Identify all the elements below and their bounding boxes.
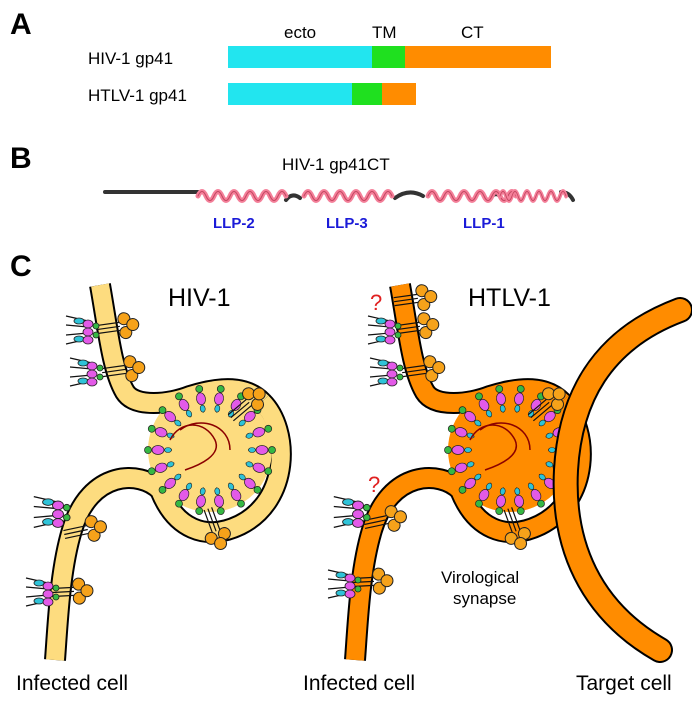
domain-label-ct: CT — [461, 23, 484, 42]
synapse-label-line1: Virological — [441, 568, 519, 587]
panel-a-letter: A — [10, 8, 32, 41]
htlv-gag-cluster — [369, 357, 404, 387]
segment-label-llp2: LLP-2 — [213, 215, 255, 232]
domain-label-tm: TM — [372, 23, 397, 42]
hiv-membrane-top — [91, 283, 269, 412]
domain-label-ecto: ecto — [284, 23, 316, 42]
hiv-cell-diagram: HIV-1 Infected cell — [16, 283, 292, 695]
target-cell: Target cell — [552, 297, 692, 695]
question-mark-top: ? — [370, 290, 382, 315]
target-cell-membrane — [554, 299, 691, 661]
htlv-cell-diagram: ? ? HTLV-1 Virological synapse Infected … — [303, 282, 592, 695]
bar-hiv-ct — [405, 46, 551, 68]
bar-hiv-ecto — [228, 46, 372, 68]
question-mark-bottom: ? — [368, 472, 380, 497]
segment-label-llp3: LLP-3 — [326, 215, 368, 232]
htlv-budding-particle — [444, 384, 576, 516]
hiv-gag-cluster — [65, 315, 100, 345]
helix-llp3 — [304, 192, 392, 201]
hiv-gag-cluster — [69, 357, 104, 387]
panel-c-letter: C — [10, 250, 32, 283]
protein-label-hiv: HIV-1 gp41 — [88, 49, 173, 68]
panel-b: B HIV-1 gp41CT LLP-2 LLP-3 LLP-1 — [10, 142, 575, 232]
htlv-infected-cell-label: Infected cell — [303, 672, 415, 695]
panel-b-letter: B — [10, 142, 32, 175]
panel-a: A ecto TM CT HIV-1 gp41 HTLV-1 gp41 — [10, 8, 551, 105]
bar-htlv-gp41 — [228, 83, 416, 105]
hiv-title: HIV-1 — [168, 284, 231, 312]
panel-b-title: HIV-1 gp41CT — [282, 155, 390, 174]
bar-htlv-ecto — [228, 83, 352, 105]
target-cell-label: Target cell — [576, 672, 672, 695]
segment-label-llp1: LLP-1 — [463, 215, 505, 232]
bar-htlv-ct — [382, 83, 416, 105]
protein-label-htlv: HTLV-1 gp41 — [88, 86, 187, 105]
helix-llp2 — [198, 192, 286, 201]
htlv-membrane-top — [391, 283, 569, 412]
bar-htlv-tm — [352, 83, 382, 105]
htlv-title: HTLV-1 — [468, 284, 551, 312]
bar-hiv-tm — [372, 46, 405, 68]
hiv-budding-particle — [144, 384, 276, 516]
gp41ct-backbone — [103, 190, 575, 202]
hiv-infected-cell-label: Infected cell — [16, 672, 128, 695]
bar-hiv-gp41 — [228, 46, 551, 68]
synapse-label-line2: synapse — [453, 589, 516, 608]
